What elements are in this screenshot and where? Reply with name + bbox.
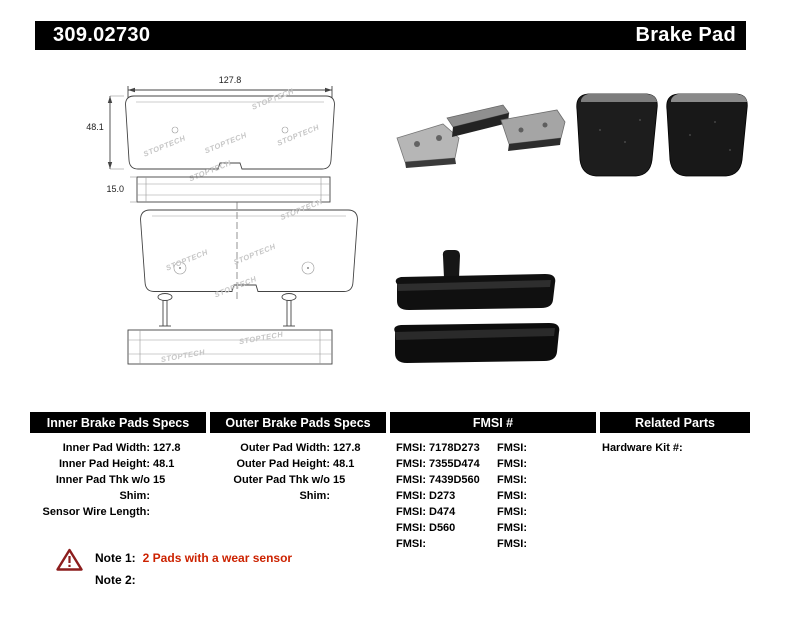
fmsi-row: FMSI: D273 FMSI: (390, 488, 596, 504)
inner-specs-header: Inner Brake Pads Specs (30, 412, 206, 433)
spec-value: 127.8 (333, 442, 361, 454)
spec-value: 48.1 (333, 458, 355, 470)
fmsi-value (530, 488, 596, 504)
fmsi-value (530, 520, 596, 536)
fmsi-row: FMSI: 7178D273 FMSI: (390, 440, 596, 456)
fmsi-value (530, 456, 596, 472)
watermark-text: STOPTECH (203, 130, 248, 155)
spec-row: Inner Pad Thk w/o Shim: 15 (30, 472, 206, 504)
fmsi-label: FMSI: (396, 522, 426, 534)
spec-label: Sensor Wire Length: (42, 506, 150, 518)
fmsi-value: 7439D560 (429, 474, 480, 486)
fmsi-value (429, 536, 491, 552)
fmsi-value: D474 (429, 506, 456, 518)
spec-label: Outer Pad Thk w/o Shim: (233, 474, 330, 502)
fmsi-label: FMSI: (396, 474, 426, 486)
watermark-text: STOPTECH (238, 330, 284, 347)
watermark-text: STOPTECH (142, 133, 187, 158)
watermark-text: STOPTECH (160, 347, 206, 364)
spec-row: Inner Pad Height: 48.1 (30, 456, 206, 472)
watermark-text: STOPTECH (276, 123, 321, 148)
watermark-text: STOPTECH (213, 274, 258, 299)
watermark-text: STOPTECH (232, 242, 277, 267)
photo-pad-edge-views (394, 250, 560, 363)
inner-specs-table: Inner Brake Pads Specs Inner Pad Width: … (30, 412, 206, 520)
spec-value: 48.1 (153, 458, 175, 470)
note-1: Note 1: 2 Pads with a wear sensor (95, 551, 292, 565)
fmsi-label: FMSI: (497, 458, 527, 470)
spec-row: Inner Pad Width: 127.8 (30, 440, 206, 456)
fmsi-label: FMSI: (497, 506, 527, 518)
fmsi-row: FMSI: FMSI: (390, 536, 596, 552)
fmsi-label: FMSI: (396, 506, 426, 518)
fmsi-label: FMSI: (497, 442, 527, 454)
outer-specs-table: Outer Brake Pads Specs Outer Pad Width: … (210, 412, 386, 504)
fmsi-label: FMSI: (497, 538, 527, 550)
fmsi-row: FMSI: D560 FMSI: (390, 520, 596, 536)
spec-label: Hardware Kit #: (602, 442, 683, 454)
warning-icon (56, 548, 83, 571)
fmsi-label: FMSI: (497, 522, 527, 534)
fmsi-label: FMSI: (396, 490, 426, 502)
product-photos (394, 93, 748, 363)
spec-row: Hardware Kit #: (600, 440, 750, 456)
watermark-text: STOPTECH (279, 197, 324, 222)
technical-drawing: 127.8 STOPTECH STOPTECH STOPTECH STOPTEC… (86, 75, 358, 365)
note-2: Note 2: (95, 573, 143, 587)
product-type-title: Brake Pad (635, 24, 736, 46)
fmsi-label: FMSI: (497, 474, 527, 486)
watermark-text: STOPTECH (164, 247, 209, 272)
fmsi-row: FMSI: 7439D560 FMSI: (390, 472, 596, 488)
fmsi-value: 7178D273 (429, 442, 480, 454)
spec-label: Inner Pad Height: (58, 458, 150, 470)
pad-bottom-view: STOPTECH STOPTECH (127, 329, 333, 365)
spec-label: Inner Pad Width: (62, 442, 150, 454)
note-1-label: Note 1: (95, 551, 136, 565)
spec-row: Outer Pad Width: 127.8 (210, 440, 386, 456)
pad-front-view: STOPTECH STOPTECH STOPTECH STOPTECH STOP… (125, 86, 335, 183)
pad-side-view (136, 176, 331, 203)
photo-pad-set (396, 93, 748, 177)
spec-value: 15 (153, 474, 166, 486)
pad-front-view-sensor: STOPTECH STOPTECH STOPTECH STOPTECH (140, 197, 358, 300)
part-number: 309.02730 (53, 24, 151, 46)
spec-label: Outer Pad Width: (240, 442, 330, 454)
fmsi-label: FMSI: (396, 538, 426, 550)
fmsi-value: 7355D474 (429, 458, 480, 470)
spec-label: Outer Pad Height: (236, 458, 330, 470)
spec-value: 127.8 (153, 442, 181, 454)
watermark-text: STOPTECH (188, 158, 233, 183)
fmsi-label: FMSI: (396, 458, 426, 470)
spec-value: 15 (333, 474, 346, 486)
fmsi-value (530, 536, 596, 552)
fmsi-row: FMSI: 7355D474 FMSI: (390, 456, 596, 472)
fmsi-value: D273 (429, 490, 456, 502)
related-parts-table: Related Parts Hardware Kit #: (600, 412, 750, 456)
header-bar: 309.02730 Brake Pad (35, 21, 746, 50)
fmsi-value: D560 (429, 522, 456, 534)
fmsi-label: FMSI: (396, 442, 426, 454)
fmsi-label: FMSI: (497, 490, 527, 502)
fmsi-header: FMSI # (390, 412, 596, 433)
fmsi-table: FMSI # FMSI: 7178D273 FMSI: FMSI: 7355D4… (390, 412, 596, 552)
wear-sensor-pins (157, 293, 297, 327)
fmsi-value (530, 472, 596, 488)
spec-row: Outer Pad Height: 48.1 (210, 456, 386, 472)
fmsi-value (530, 504, 596, 520)
dim-width-label: 127.8 (219, 75, 242, 85)
fmsi-value (530, 440, 596, 456)
spec-row: Outer Pad Thk w/o Shim: 15 (210, 472, 386, 504)
fmsi-row: FMSI: D474 FMSI: (390, 504, 596, 520)
dim-thickness-label: 15.0 (106, 184, 124, 194)
spec-label: Inner Pad Thk w/o Shim: (55, 474, 150, 502)
outer-specs-header: Outer Brake Pads Specs (210, 412, 386, 433)
dim-height-label: 48.1 (86, 122, 104, 132)
related-parts-header: Related Parts (600, 412, 750, 433)
spec-row: Sensor Wire Length: (30, 504, 206, 520)
note-2-label: Note 2: (95, 573, 136, 587)
note-1-text: 2 Pads with a wear sensor (142, 551, 293, 565)
